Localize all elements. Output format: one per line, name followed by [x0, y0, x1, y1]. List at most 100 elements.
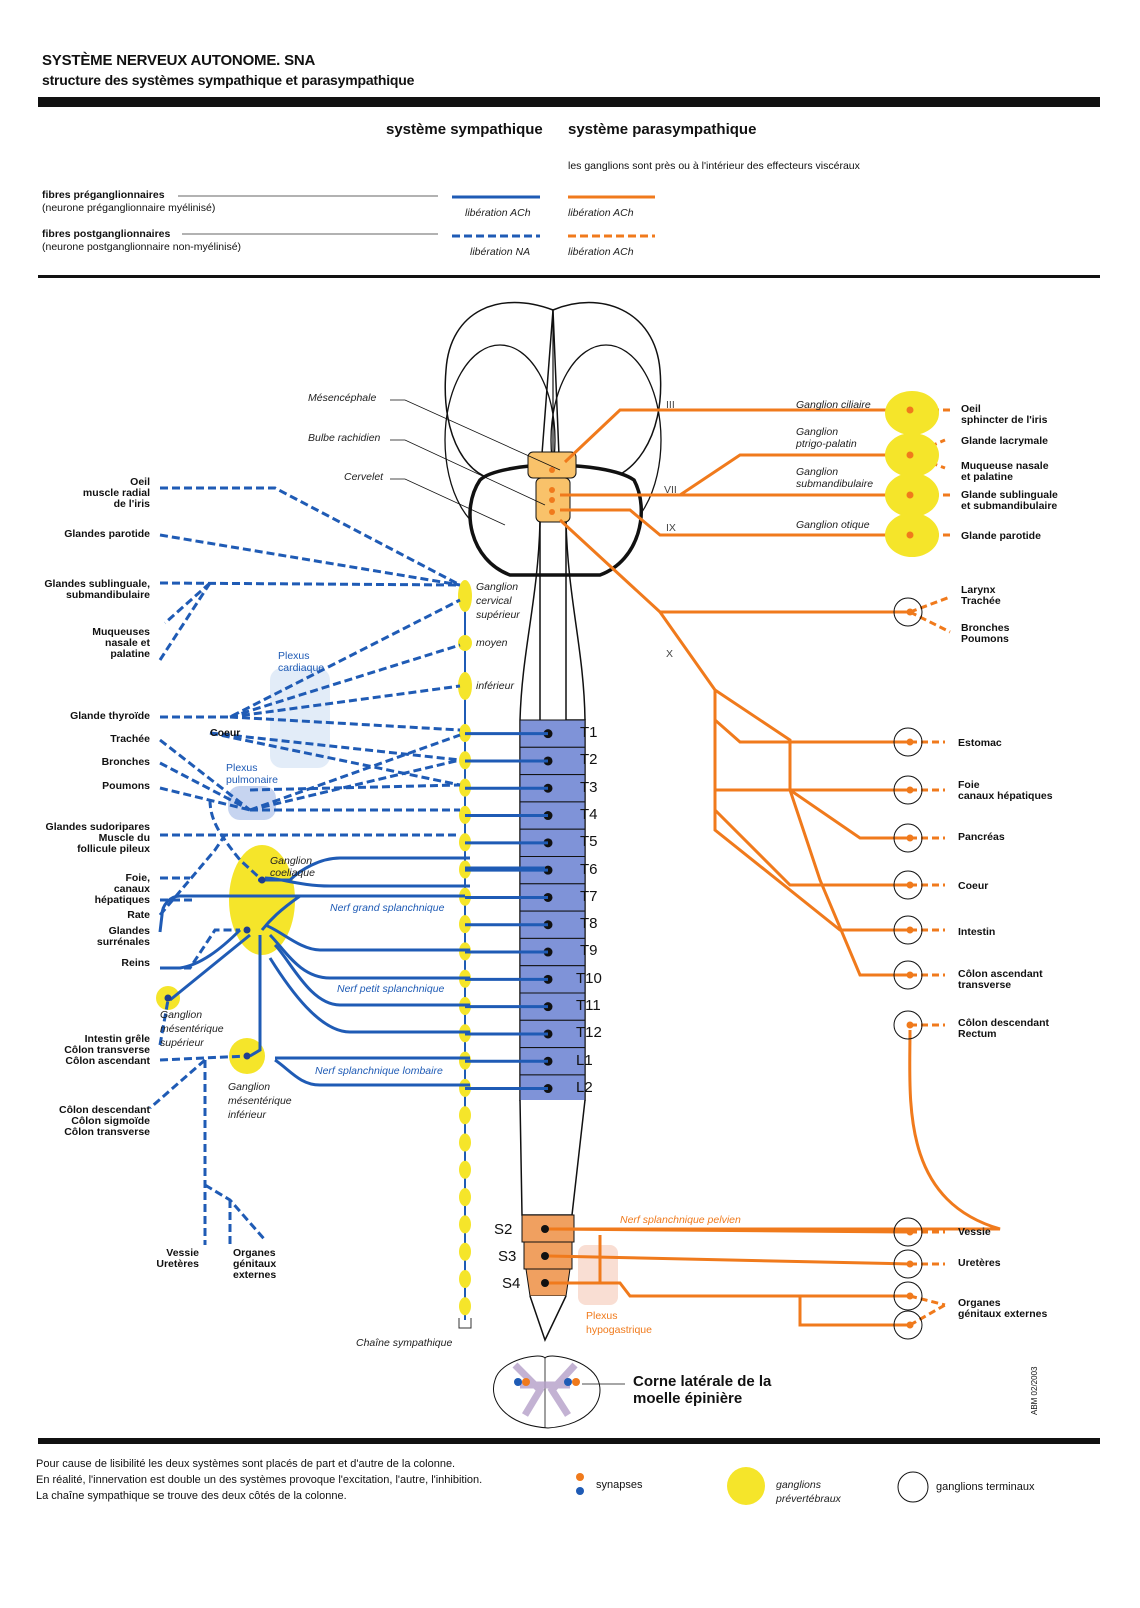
chain-ganglion [459, 1297, 471, 1316]
segment-label-T10: T10 [576, 969, 602, 987]
cross-section [493, 1355, 625, 1429]
terminal-ganglion [893, 1249, 923, 1279]
label-cervelet: Cervelet [344, 471, 384, 483]
nerve-X: X [666, 648, 674, 660]
synapse-dot [906, 608, 914, 616]
symp-target-parotide: Glandes parotide [64, 528, 150, 540]
top-divider [38, 97, 1100, 107]
nucleus-dot [549, 487, 555, 493]
terminal-ganglia [893, 597, 923, 1340]
synapse-dot [906, 834, 914, 842]
para-target-oeil: Oeil sphincter de l'iris [961, 403, 1048, 426]
synapse-dot [906, 1292, 914, 1300]
segment-label-S2: S2 [494, 1221, 513, 1238]
footer-note-2: En réalité, l'innervation est double un … [36, 1474, 483, 1486]
plexus-hypogastrique-shape [578, 1245, 618, 1305]
para-terminal-target: Vessie [958, 1226, 991, 1238]
terminal-ganglion [893, 915, 923, 945]
terminal-ganglion [893, 823, 923, 853]
synapse-orange-icon [576, 1473, 584, 1481]
chain-ganglion [459, 1160, 471, 1179]
terminal-ganglion [893, 1310, 923, 1340]
nucleus-dot [549, 467, 555, 473]
label-ganglion-moyen: moyen [476, 637, 508, 649]
chain-ganglion [459, 1106, 471, 1125]
segment-label-T11: T11 [576, 997, 601, 1014]
para-terminal-target: Uretères [958, 1257, 1001, 1269]
cervical-ganglion [458, 672, 472, 700]
label-plexus-hypogastrique: Plexus hypogastrique [586, 1310, 652, 1336]
synapse-dot [906, 1260, 914, 1268]
terminal-ganglion-icon [897, 1471, 929, 1503]
label-ganglion-submandibulaire: Ganglion submandibulaire [796, 466, 874, 490]
footer-note-1: Pour cause de lisibilité les deux systèm… [36, 1458, 456, 1470]
para-terminal-target: Estomac [958, 737, 1002, 749]
parasympathetic-title: système parasympathique [568, 121, 757, 138]
symp-post-release: libération NA [470, 246, 531, 258]
symp-target-reins: Reins [121, 957, 150, 969]
para-terminal-target: Coeur [958, 880, 989, 892]
synapse-dot [906, 926, 914, 934]
terminal-ganglion [893, 1281, 923, 1311]
para-post-release: libération ACh [568, 246, 634, 258]
cervical-ganglion [458, 635, 472, 651]
label-ganglion-mes-sup: Ganglion mésentérique supérieur [160, 1009, 224, 1049]
label-ganglion-cervical-sup: Ganglion cervical supérieur [476, 581, 520, 621]
symp-target-intestin: Intestin grêle Côlon transverse Côlon as… [64, 1033, 150, 1067]
label-mesencephale: Mésencéphale [308, 392, 377, 404]
label-chaine-sympathique: Chaîne sympathique [356, 1337, 453, 1349]
spinal-segments [519, 719, 586, 1103]
label-ganglion-inferieur: inférieur [476, 680, 514, 692]
symp-target-muqueuses: Muqueuses nasale et palatine [92, 626, 150, 660]
synapse-markers [164, 406, 914, 1329]
synapse-dot [243, 926, 251, 934]
segment-connectors [465, 732, 548, 1091]
footer-notes: Pour cause de lisibilité les deux systèm… [36, 1456, 482, 1504]
symp-target-thyroide: Glande thyroïde [70, 710, 150, 722]
footer-legend-icons [576, 1467, 929, 1505]
chain-ganglion [459, 1215, 471, 1234]
label-plexus-pulmonaire: Plexus pulmonaire [226, 762, 278, 786]
nerve-VII: VII [664, 484, 677, 496]
symp-pre-release: libération ACh [465, 207, 531, 219]
synapse-dot [906, 1021, 914, 1029]
terminal-ganglion [893, 597, 923, 627]
left-hemisphere [444, 301, 554, 481]
para-target-sublinguale: Glande sublinguale et submandibulaire [961, 489, 1058, 512]
nucleus-dot [549, 497, 555, 503]
segment-label-L2: L2 [576, 1078, 593, 1096]
footer-note-3: La chaîne sympathique se trouve des deux… [36, 1490, 347, 1502]
cervical-ganglion [458, 580, 472, 612]
symp-target-surrenales: Glandes surrénales [96, 925, 150, 948]
synapse-dot [906, 451, 914, 459]
segment-label-T1: T1 [580, 724, 598, 741]
page-title: SYSTÈME NERVEUX AUTONOME. SNA [42, 52, 316, 69]
segment-label-S4: S4 [502, 1275, 521, 1292]
legend-divider [38, 275, 1100, 278]
synapse-dot [906, 881, 914, 889]
segment-label-T5: T5 [580, 833, 598, 851]
chain-ganglion [459, 1242, 471, 1261]
symp-target-sudoripares: Glandes sudoripares Muscle du follicule … [45, 821, 150, 855]
segment-label-S3: S3 [498, 1248, 517, 1265]
symp-target-bronches: Bronches [101, 756, 150, 768]
sympathetic-fibers [158, 856, 545, 1087]
segment-label-T3: T3 [580, 778, 598, 796]
label-plexus-cardiaque: Plexus cardiaque [278, 650, 325, 674]
terminal-ganglion [893, 727, 923, 757]
label-ganglion-coeliaque: Ganglion coeliaque [270, 855, 315, 879]
symp-target-organes: Organes génitaux externes [233, 1247, 277, 1281]
symp-target-coeur: Coeur [210, 727, 241, 739]
terminal-ganglion [893, 870, 923, 900]
chain-ganglion [459, 1133, 471, 1152]
legend-synapses-label: synapses [596, 1479, 643, 1491]
terminal-ganglion [893, 1217, 923, 1247]
synapse-dot [906, 1228, 914, 1236]
chain-ganglion [459, 1270, 471, 1288]
postganglionic-label: fibres postganglionnaires [42, 228, 171, 240]
symp-target-oeil: Oeil muscle radial de l'iris [82, 476, 150, 510]
